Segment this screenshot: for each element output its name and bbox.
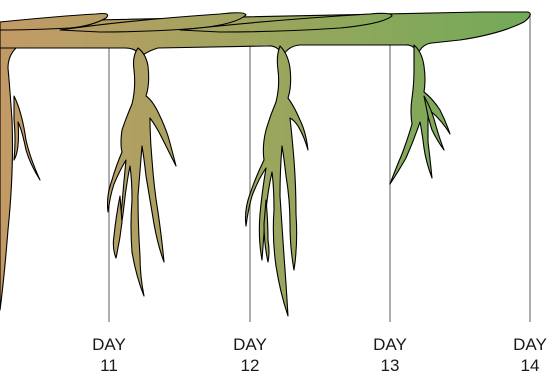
day-14-label: DAY xyxy=(513,335,547,354)
root-13-trunk xyxy=(390,45,450,184)
day-labels: DAY 11 DAY 12 DAY 13 DAY 14 xyxy=(92,335,547,375)
root-11-side xyxy=(113,196,122,258)
day-11-label: DAY xyxy=(92,335,126,354)
root-cluster-day-11 xyxy=(108,48,177,296)
root-cluster-day-13 xyxy=(390,45,450,184)
root-12-side xyxy=(264,200,269,262)
root-12-trunk xyxy=(246,46,309,316)
root-left-main xyxy=(0,48,16,310)
day-14-number: 14 xyxy=(521,356,540,375)
stem xyxy=(0,12,530,58)
day-13-label: DAY xyxy=(373,335,407,354)
day-12-number: 12 xyxy=(241,356,260,375)
day-11-number: 11 xyxy=(100,356,118,375)
day-12-label: DAY xyxy=(233,335,267,354)
root-cluster-day-12 xyxy=(246,46,309,316)
root-11-trunk xyxy=(108,48,177,296)
root-cluster-left xyxy=(0,48,40,310)
root-left-branch xyxy=(14,96,40,180)
day-marker-lines xyxy=(109,16,530,322)
day-13-number: 13 xyxy=(381,356,400,375)
